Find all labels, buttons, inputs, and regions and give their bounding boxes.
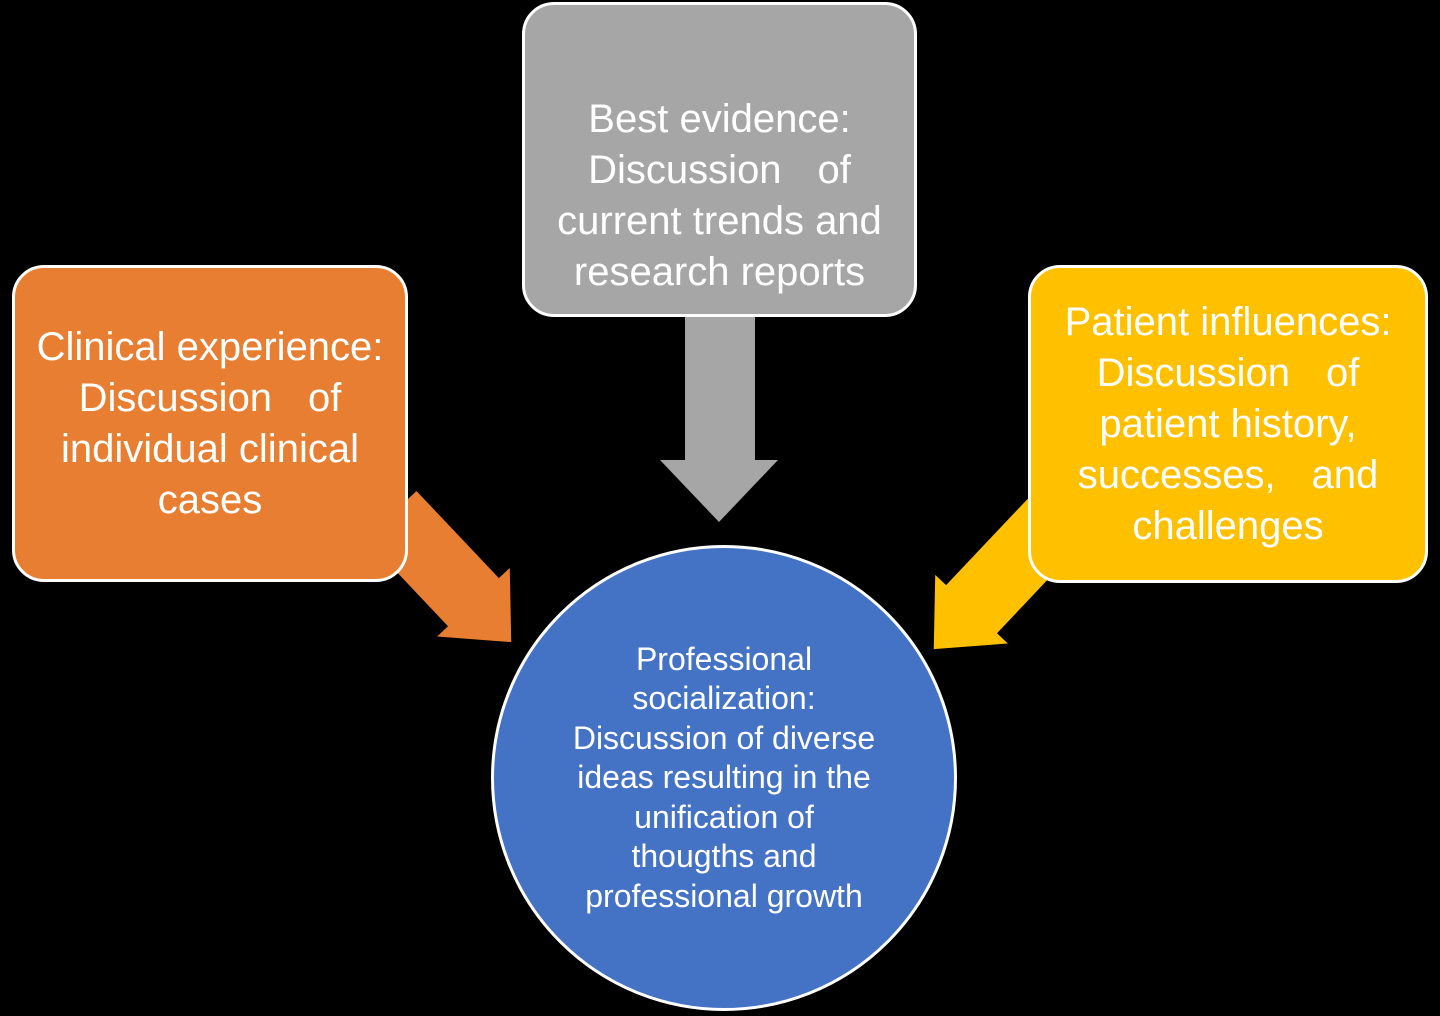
clinical-experience-text: Clinical experience: Discussion of indiv… bbox=[37, 322, 384, 526]
professional-socialization-text: Professional socialization: Discussion o… bbox=[573, 640, 875, 917]
text-line: socialization: bbox=[632, 680, 816, 717]
text-line: Best evidence: bbox=[588, 96, 851, 141]
best-evidence-box: Best evidence: Discussion of current tre… bbox=[522, 2, 917, 317]
text-line: Discussion of diverse bbox=[572, 719, 876, 756]
text-line: Patient influences: bbox=[1064, 299, 1392, 344]
text-line: current trends and bbox=[557, 198, 882, 243]
best-evidence-text: Best evidence: Discussion of current tre… bbox=[557, 94, 882, 298]
text-line: research reports bbox=[573, 249, 866, 294]
down-arrow-icon bbox=[660, 312, 778, 522]
text-line: Professional bbox=[635, 640, 813, 677]
clinical-experience-box: Clinical experience: Discussion of indiv… bbox=[12, 265, 408, 582]
text-line: successes, and bbox=[1077, 452, 1379, 497]
text-line: unification of bbox=[634, 798, 814, 835]
text-line: challenges bbox=[1132, 503, 1324, 548]
text-line: ideas resulting in the bbox=[577, 759, 871, 796]
text-line: cases bbox=[157, 477, 263, 522]
patient-influences-box: Patient influences: Discussion of patien… bbox=[1028, 265, 1428, 583]
text-line: Discussion of bbox=[78, 375, 342, 420]
patient-influences-text: Patient influences: Discussion of patien… bbox=[1065, 297, 1392, 552]
text-line: Clinical experience: bbox=[36, 324, 384, 369]
text-line: professional growth bbox=[585, 877, 863, 914]
text-line: individual clinical bbox=[61, 426, 359, 471]
text-line: Discussion of bbox=[588, 147, 851, 192]
professional-socialization-circle: Professional socialization: Discussion o… bbox=[491, 545, 957, 1011]
text-line: Discussion of bbox=[1096, 350, 1360, 395]
text-line: patient history, bbox=[1099, 401, 1357, 446]
text-line: thougths and bbox=[631, 838, 817, 875]
